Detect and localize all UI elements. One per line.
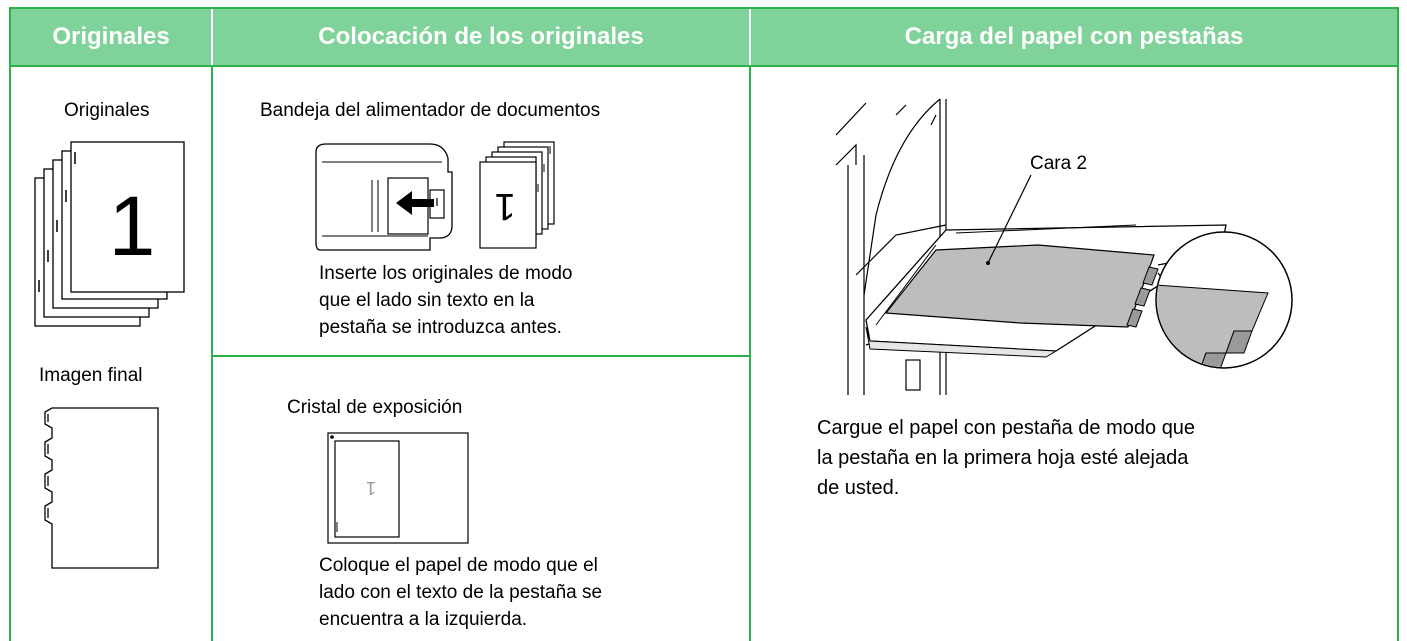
- feeder-description-line: que el lado sin texto en la: [319, 290, 535, 311]
- header-separator: [211, 9, 213, 65]
- header-originales: Originales: [11, 9, 211, 65]
- tab-originals-stack-illustration: 1: [479, 141, 555, 249]
- svg-text:1: 1: [494, 185, 515, 227]
- originals-label: Originales: [64, 100, 150, 121]
- header-divider: [11, 65, 1397, 67]
- side-label: Cara 2: [1030, 153, 1088, 174]
- feeder-description-line: pestaña se introduzca antes.: [319, 317, 562, 338]
- glass-description-line: lado con el texto de la pestaña se: [319, 582, 603, 603]
- glass-description-line: Coloque el papel de modo que el: [319, 555, 598, 576]
- final-image-label: Imagen final: [39, 365, 143, 386]
- svg-text:1: 1: [366, 478, 376, 498]
- header-separator: [749, 9, 751, 65]
- exposure-glass-illustration: 1: [327, 432, 469, 544]
- tray-description-line: Cargue el papel con pestaña de modo que: [817, 417, 1196, 439]
- document-feeder-illustration: [315, 143, 453, 251]
- bypass-tray-illustration: [835, 98, 1293, 395]
- header-colocacion: Colocación de los originales: [213, 9, 749, 65]
- originals-stack-illustration: 1: [34, 141, 185, 327]
- column-divider: [211, 65, 213, 641]
- feeder-description-line: Inserte los originales de modo: [319, 263, 573, 284]
- table-frame: [9, 7, 1399, 641]
- glass-title: Cristal de exposición: [287, 397, 463, 418]
- feeder-title: Bandeja del alimentador de documentos: [260, 100, 601, 121]
- tray-description-line: de usted.: [817, 477, 900, 499]
- final-tab-paper-illustration: [44, 407, 159, 569]
- header-carga-papel: Carga del papel con pestañas: [751, 9, 1397, 65]
- column-divider: [749, 65, 751, 641]
- tray-description-line: la pestaña en la primera hoja esté aleja…: [817, 447, 1189, 469]
- glass-description-line: encuentra a la izquierda.: [319, 609, 528, 630]
- page-number: 1: [109, 179, 156, 273]
- row-divider: [211, 355, 751, 357]
